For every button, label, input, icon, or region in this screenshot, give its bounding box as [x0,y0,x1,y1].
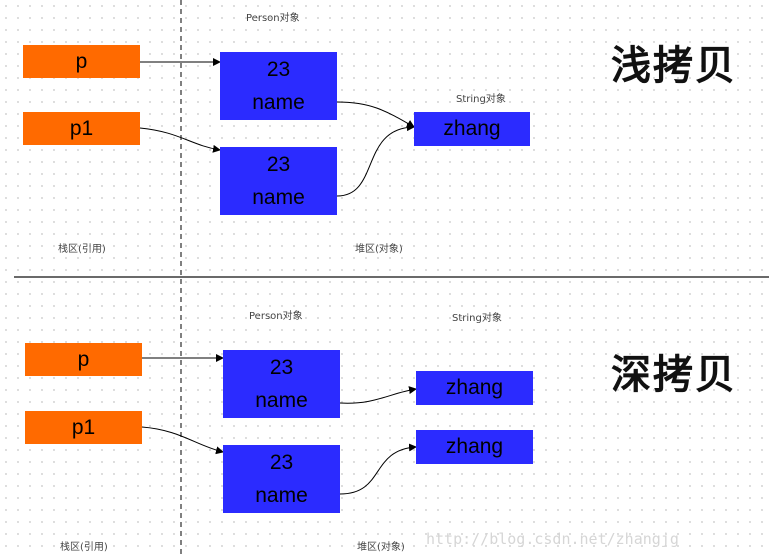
deep-ref-p1: p1 [25,411,142,444]
deep-arrow-p1-to-object2 [141,426,224,455]
deep-string-label: String对象 [452,313,502,324]
shallow-ref-p: p [23,45,140,78]
shallow-person-label: Person对象 [246,13,300,24]
shallow-arrow-object2-to-string [336,123,415,197]
object-field: name [252,91,305,114]
object-field: name [255,484,308,507]
deep-person-object-2: 23 name [223,445,340,513]
shallow-heap-label: 堆区(对象) [355,244,403,255]
shallow-copy-title: 浅拷贝 [611,43,737,89]
shallow-person-object-1: 23 name [220,52,337,120]
shallow-arrow-object1-to-string [336,101,415,128]
object-age: 23 [266,58,291,81]
shallow-person-object-2: 23 name [220,147,337,215]
shallow-string-label: String对象 [456,94,506,105]
deep-person-label: Person对象 [249,311,303,322]
shallow-arrow-p1-to-object2 [139,127,221,153]
object-age: 23 [269,356,294,379]
deep-ref-p: p [25,343,142,376]
shallow-stack-label: 栈区(引用) [58,244,106,255]
object-age: 23 [266,153,291,176]
deep-arrow-object1-to-string1 [339,386,417,404]
deep-copy-title: 深拷贝 [611,352,737,398]
shallow-ref-p1: p1 [23,112,140,145]
object-age: 23 [269,451,294,474]
deep-stack-label: 栈区(引用) [60,542,108,553]
object-field: name [255,389,308,412]
object-field: name [252,186,305,209]
deep-heap-label: 堆区(对象) [357,542,405,553]
deep-arrow-object2-to-string2 [339,443,417,495]
deep-string-object-2: zhang [416,430,533,464]
deep-string-object-1: zhang [416,371,533,405]
watermark: http://blog.csdn.net/zhangjg [426,530,679,548]
deep-person-object-1: 23 name [223,350,340,418]
shallow-string-object: zhang [414,112,530,146]
